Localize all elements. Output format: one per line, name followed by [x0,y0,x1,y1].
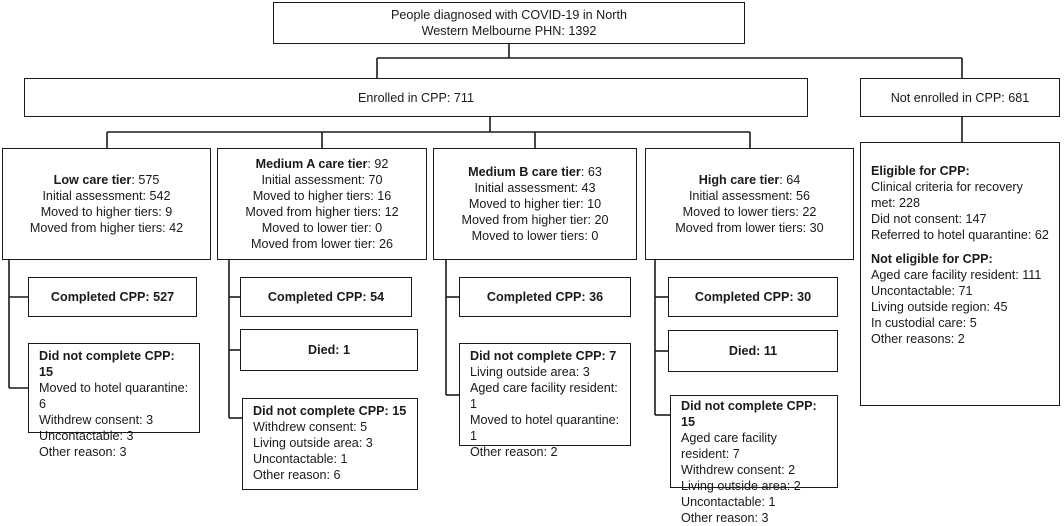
tier-count: : 64 [779,173,801,187]
not-enrolled-value: : 681 [1001,90,1030,105]
total-diagnosed-line2: Western Melbourne PHN: 1392 [421,24,597,38]
not-completed-item: Uncontactable: 3 [39,429,134,443]
not-completed-item: Other reason: 3 [39,445,127,459]
tier-line: Moved from higher tiers: 42 [29,221,184,235]
total-diagnosed-line1: People diagnosed with COVID-19 in North [391,8,627,22]
tier-line: Initial assessment: 43 [474,181,596,195]
tier-count: : 63 [580,165,602,179]
not-completed-item: Withdrew consent: 5 [253,420,368,434]
not-eligible-item: Aged care facility resident: 111 [871,268,1042,282]
tier-line: Moved to lower tiers: 0 [471,229,599,243]
high-care-tier-box: High care tier: 64 Initial assessment: 5… [645,148,854,260]
completed-label: Completed CPP: 30 [694,290,812,304]
eligible-item: Referred to hotel quarantine: 62 [871,228,1049,242]
not-eligible-item: Living outside region: 45 [871,300,1008,314]
not-enrolled-label: Not enrolled in CPP [890,90,1002,105]
medium-b-care-tier-box: Medium B care tier: 63 Initial assessmen… [433,148,637,260]
tier-count: : 92 [367,157,389,171]
tier-line: Moved to lower tiers: 22 [682,205,817,219]
not-completed-item: Living outside area: 2 [681,479,801,493]
not-completed-heading: Did not complete CPP: 15 [253,404,407,418]
tier-line: Moved from higher tiers: 12 [245,205,399,219]
not-completed-item: Withdrew consent: 3 [39,413,154,427]
low-not-completed-box: Did not complete CPP: 15 Moved to hotel … [28,343,200,459]
not-completed-item: Other reason: 6 [253,468,341,482]
low-completed-box: Completed CPP: 527 [28,277,197,317]
not-completed-item: Moved to hotel quarantine: 6 [39,381,189,411]
not-enrolled-box: Not enrolled in CPP: 681 [860,78,1060,117]
not-completed-item: Aged care facility resident: 1 [470,381,618,411]
died-label: Died: 1 [308,343,350,357]
not-eligible-item: Uncontactable: 71 [871,284,973,298]
tier-line: Moved to higher tier: 10 [468,197,602,211]
not-completed-item: Other reason: 3 [681,511,769,525]
tier-line: Moved from lower tier: 26 [250,237,394,251]
connector-lines [8,44,963,419]
medium-a-not-completed-box: Did not complete CPP: 15 Withdrew consen… [242,398,418,490]
not-completed-item: Uncontactable: 1 [681,495,776,509]
tier-name: Medium B care tier [468,165,581,179]
tier-line: Moved to higher tiers: 16 [252,189,392,203]
tier-line: Initial assessment: 542 [42,189,171,203]
medium-b-not-completed-box: Did not complete CPP: 7 Living outside a… [459,343,631,459]
eligible-heading: Eligible for CPP: [871,164,970,178]
total-diagnosed-box: People diagnosed with COVID-19 in North … [273,2,745,44]
medium-b-completed-box: Completed CPP: 36 [459,277,631,317]
tier-count: : 575 [131,173,160,187]
not-completed-heading: Did not complete CPP: 7 [470,349,617,363]
not-completed-item: Aged care facility resident: 7 [681,431,777,461]
tier-line: Moved from higher tier: 20 [461,213,609,227]
tier-line: Moved to lower tier: 0 [261,221,383,235]
not-completed-item: Moved to hotel quarantine: 1 [470,413,620,443]
not-completed-item: Living outside area: 3 [470,365,590,379]
not-completed-item: Other reason: 2 [470,445,558,459]
high-completed-box: Completed CPP: 30 [668,277,838,317]
not-eligible-heading: Not eligible for CPP: [871,252,993,266]
tier-line: Initial assessment: 70 [261,173,383,187]
completed-label: Completed CPP: 36 [486,290,604,304]
tier-name: Medium A care tier [255,157,368,171]
eligible-item: Clinical criteria for recovery met: 228 [871,180,1023,210]
low-care-tier-box: Low care tier: 575 Initial assessment: 5… [2,148,211,260]
medium-a-care-tier-box: Medium A care tier: 92 Initial assessmen… [217,148,427,260]
enrolled-value: : 711 [446,90,474,105]
completed-label: Completed CPP: 54 [267,290,385,304]
enrolled-box: Enrolled in CPP: 711 [24,78,808,117]
not-completed-heading: Did not complete CPP: 15 [39,349,175,379]
not-completed-item: Uncontactable: 1 [253,452,348,466]
not-completed-item: Living outside area: 3 [253,436,373,450]
high-not-completed-box: Did not complete CPP: 15 Aged care facil… [670,395,838,525]
eligible-item: Did not consent: 147 [871,212,987,226]
not-completed-heading: Did not complete CPP: 15 [681,399,817,429]
enrolled-label: Enrolled in CPP [358,90,447,105]
completed-label: Completed CPP: 527 [50,290,175,304]
not-enrolled-detail-box: Eligible for CPP: Clinical criteria for … [860,142,1060,406]
tier-name: Low care tier [53,173,132,187]
not-eligible-item: In custodial care: 5 [871,316,977,330]
tier-line: Moved from lower tiers: 30 [675,221,824,235]
not-completed-item: Withdrew consent: 2 [681,463,796,477]
tier-name: High care tier [698,173,780,187]
not-eligible-item: Other reasons: 2 [871,332,965,346]
tier-line: Initial assessment: 56 [688,189,811,203]
high-died-box: Died: 11 [668,330,838,372]
tier-line: Moved to higher tiers: 9 [40,205,173,219]
medium-a-completed-box: Completed CPP: 54 [240,277,412,317]
died-label: Died: 11 [728,344,778,358]
medium-a-died-box: Died: 1 [240,329,418,371]
